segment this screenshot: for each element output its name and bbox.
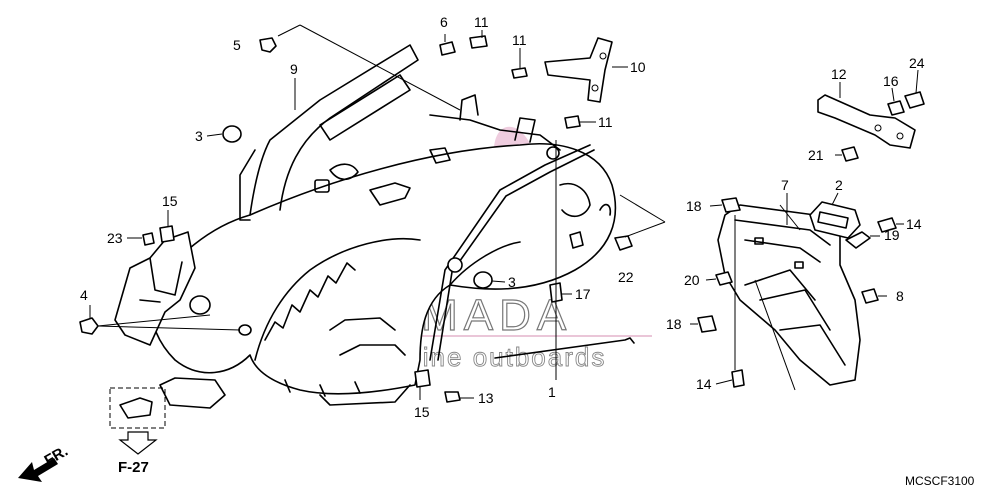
rubber-6: [439, 41, 456, 56]
rivet-4: [79, 317, 99, 335]
callout-16: 16: [883, 73, 899, 89]
rivet-22: [614, 235, 633, 251]
callout-14-bottom: 14: [696, 376, 712, 392]
callout-7: 7: [781, 177, 789, 193]
clip-11-right: [564, 115, 581, 129]
callout-12: 12: [831, 66, 847, 82]
callout-9: 9: [290, 61, 298, 77]
callout-11-mid: 11: [512, 32, 527, 48]
bolt-14-bottom: [731, 369, 745, 388]
callout-5: 5: [233, 37, 241, 53]
nut-21: [841, 146, 859, 162]
grommet-3-top: [222, 125, 242, 143]
grommet-3-mid: [473, 271, 493, 289]
front-direction-arrow: FR.: [18, 443, 71, 482]
callout-10: 10: [630, 59, 646, 75]
nut-18-bottom: [697, 315, 717, 333]
callout-18-bottom: 18: [666, 316, 682, 332]
callout-14-top: 14: [906, 216, 922, 232]
callout-18-top: 18: [686, 198, 702, 214]
callout-4: 4: [80, 287, 88, 303]
clip-11-top: [469, 35, 488, 49]
callout-13: 13: [478, 390, 494, 406]
plate-bracket: [817, 94, 916, 149]
reference-f27: F-27: [109, 387, 166, 476]
callout-15-bottom: 15: [414, 404, 430, 420]
nut-8: [861, 288, 879, 304]
reference-page-label: F-27: [118, 459, 149, 476]
screw-19: [845, 231, 871, 249]
callout-2: 2: [835, 177, 843, 193]
nut-18-top: [721, 197, 741, 213]
bolt-23: [142, 232, 155, 246]
callout-11-right: 11: [598, 114, 613, 130]
callout-6: 6: [440, 14, 448, 30]
callout-15-top: 15: [162, 193, 178, 209]
callout-numbers: 1 2 3 3 4 5 6 7 8 9 10 11 11 11 12 13 14…: [80, 14, 925, 420]
callout-17: 17: [575, 286, 591, 302]
callout-20: 20: [684, 272, 700, 288]
fender-rail: [429, 144, 595, 361]
bolt-24: [904, 91, 925, 109]
callout-3-mid: 3: [508, 274, 516, 290]
rear-inner-cover: [717, 204, 861, 386]
nut-15-top: [159, 225, 175, 243]
bolt-5: [259, 37, 277, 53]
callout-22: 22: [618, 269, 634, 285]
callout-19: 19: [884, 227, 900, 243]
bolt-14-top: [877, 217, 897, 233]
diagram-code: MCSCF3100: [905, 474, 975, 488]
callout-8: 8: [896, 288, 904, 304]
stay: [544, 37, 613, 103]
fasteners: [79, 35, 925, 403]
callout-11-top: 11: [474, 14, 489, 30]
callout-23: 23: [107, 230, 123, 246]
callout-21: 21: [808, 147, 824, 163]
clip-11-mid: [511, 67, 528, 79]
washer-16: [887, 100, 905, 116]
leader-lines: [89, 24, 919, 400]
callout-1: 1: [548, 384, 556, 400]
bolt-13: [444, 391, 461, 403]
nut-15-bottom: [414, 369, 431, 388]
rod: [494, 337, 635, 359]
fender-side-bracket: [114, 231, 196, 346]
reflector: [809, 201, 861, 239]
callout-3-top: 3: [195, 128, 203, 144]
cushion-20: [715, 271, 733, 286]
callout-24: 24: [909, 55, 925, 71]
